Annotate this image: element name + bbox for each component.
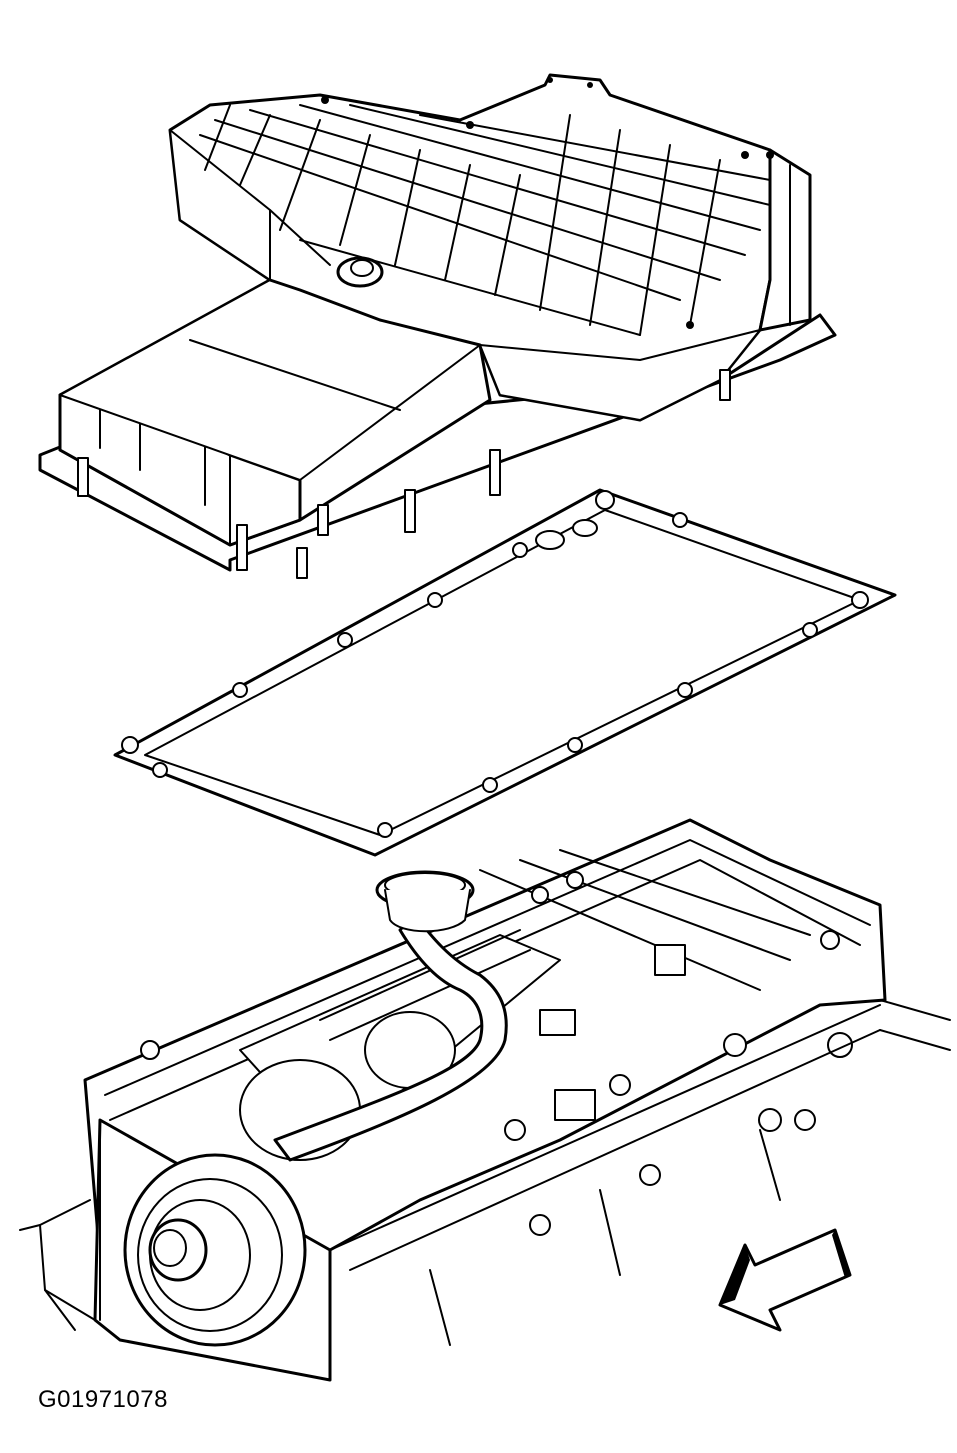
figure-code: G01971078	[38, 1386, 168, 1413]
oil-pan-icon	[38, 73, 837, 579]
engine-block-icon	[19, 818, 951, 1382]
front-arrow-icon	[718, 1228, 852, 1332]
oil-pan-ribs-icon	[199, 104, 771, 336]
gasket-icon	[113, 488, 897, 857]
